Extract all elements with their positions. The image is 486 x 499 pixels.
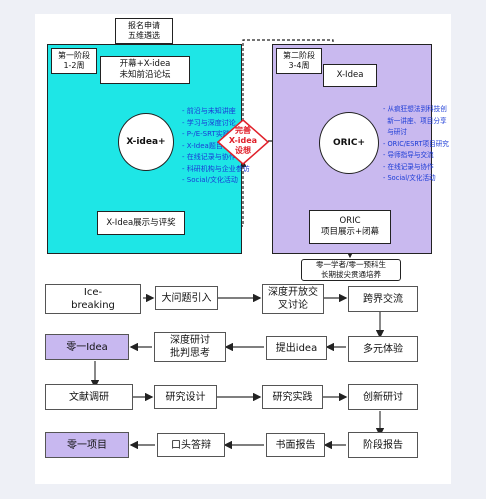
phase2-xidea-box: X-Idea	[323, 64, 377, 87]
phase2-list-item: - Social/文化活动	[383, 174, 436, 182]
flow-step-oral-defense: 口头答辩	[157, 433, 225, 457]
flow-step-innovation-seminar: 创新研讨	[348, 384, 418, 410]
phase2-list-item: 与研讨	[387, 128, 407, 136]
phase1-label: 第一阶段 1-2周	[51, 48, 97, 74]
flow-step-written-report: 书面报告	[266, 433, 325, 457]
phase2-list-item: - 在线记录与协作	[383, 162, 434, 171]
phase1-list-item: - 科研机构与企业参访	[182, 164, 250, 173]
phase1-showcase-box: X-Idea展示与评奖	[97, 211, 185, 235]
center-note: 完善 X-idea 设想	[228, 126, 258, 155]
oric-core-circle: ORIC+	[319, 112, 379, 174]
flow-step-critical-thinking: 深度研讨 批判思考	[154, 332, 226, 362]
phase2-activity-list: - 从疯狂想法到科技创 新一讲座、项目分享 与研讨 - ORIC/ESRT项目研…	[383, 104, 449, 185]
flow-step-stage-report: 阶段报告	[348, 432, 418, 458]
flow-step-cross-exchange: 跨界交流	[348, 286, 418, 312]
flow-step-propose-idea: 提出idea	[266, 336, 327, 360]
flow-step-zero-one-project: 零一项目	[45, 432, 129, 458]
phase1-activity-list: - 前沿与未知讲座 - 学习与深度讨论 - P-/E-SRT实践学习 - X-I…	[182, 106, 250, 187]
long-term-training-box: 零一学者/零一预科生 长期拔尖贯通培养	[301, 259, 401, 281]
phase2-list-item: - 导师指导与交流	[383, 151, 434, 159]
phase1-list-item: - P-/E-SRT实践学习	[182, 130, 244, 138]
flow-step-zero-one-idea: 零一Idea	[45, 334, 129, 360]
center-diamond	[216, 119, 270, 165]
phase2-list-item: - ORIC/ESRT项目研究	[383, 139, 449, 148]
phase1-list-item: - 在线记录与协作	[182, 153, 236, 161]
flow-step-research-practice: 研究实践	[262, 385, 323, 409]
flow-step-big-question: 大问题引入	[155, 286, 218, 310]
phase1-list-item: - 学习与深度讨论	[182, 118, 236, 127]
flow-step-research-design: 研究设计	[154, 385, 217, 409]
phase2-showcase-box: ORIC 项目展示+闭幕	[309, 210, 391, 244]
flow-step-diverse-experience: 多元体验	[348, 336, 418, 362]
flow-step-icebreaking: Ice- breaking	[45, 284, 141, 314]
phase1-list-item: - 前沿与未知讲座	[182, 107, 236, 115]
flow-step-open-discussion: 深度开放交 叉讨论	[262, 284, 324, 314]
phase1-list-item: - X-Idea题目设计	[182, 141, 237, 150]
phase1-opening-box: 开幕+X-idea 未知前沿论坛	[100, 56, 190, 84]
diagram-card: 报名申请 五维遴选 第一阶段 1-2周 第二阶段 3-4周 开幕+X-idea …	[35, 14, 451, 484]
xidea-core-circle: X-idea+	[118, 113, 174, 171]
phase1-list-item: - Social/文化活动	[182, 176, 238, 184]
flow-step-literature-review: 文献调研	[45, 384, 133, 410]
phase2-list-item: 新一讲座、项目分享	[387, 116, 447, 125]
entry-label: 报名申请 五维遴选	[115, 18, 173, 44]
phase2-list-item: - 从疯狂想法到科技创	[383, 105, 447, 113]
phase2-label: 第二阶段 3-4周	[276, 48, 322, 74]
